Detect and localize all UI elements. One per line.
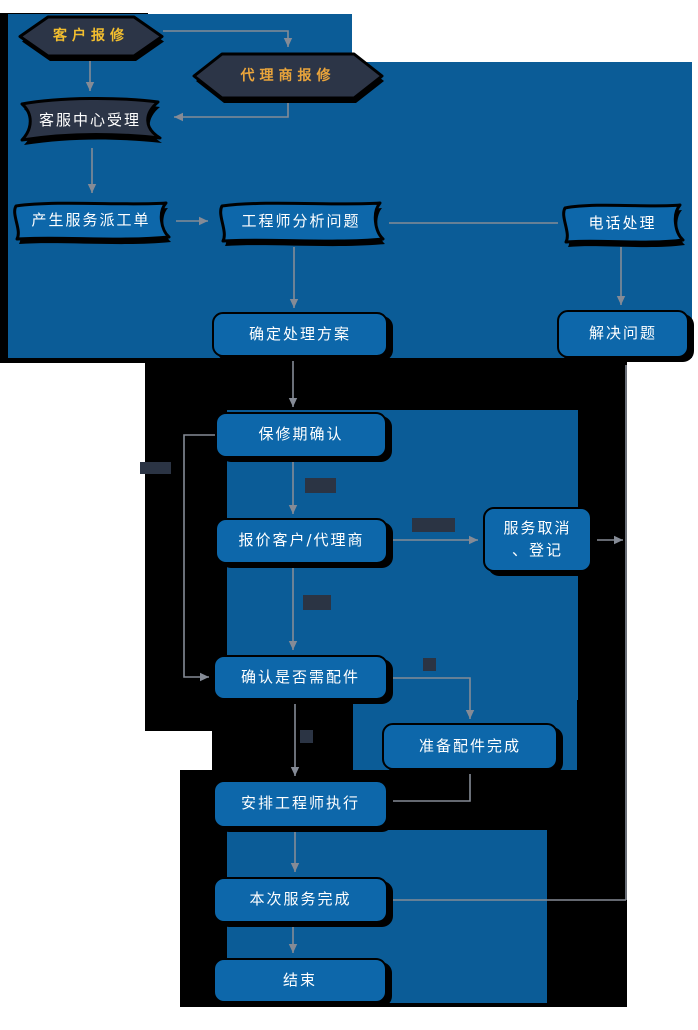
quote-to-service-cancel: [390, 535, 478, 545]
arrowhead: [465, 710, 475, 719]
phone-handling-to-solve-problem: [616, 247, 626, 305]
arrowhead: [469, 535, 478, 545]
arrowhead: [288, 505, 298, 514]
arrowhead: [288, 641, 298, 650]
agent-report-to-service-center: [174, 100, 289, 122]
confirm-parts-to-assign-engineer: [290, 700, 300, 776]
arrowhead: [288, 944, 298, 953]
engineer-analyze-to-determine-solution: [289, 247, 299, 308]
warranty-confirm-left-loop-to-confirm-parts: [183, 434, 215, 682]
service-cancel-to-right-edge: [593, 535, 623, 545]
dispatch-order-to-engineer-analyze: [176, 216, 208, 226]
arrowhead: [614, 535, 623, 545]
parts-ready-to-assign-engineer: [392, 770, 471, 802]
arrowhead: [289, 299, 299, 308]
determine-solution-to-warranty-confirm: [288, 358, 298, 407]
assign-engineer-to-service-complete: [290, 828, 300, 872]
arrowhead: [616, 296, 626, 305]
service-complete-to-end: [288, 923, 298, 953]
arrowhead: [85, 82, 95, 91]
arrowhead: [199, 216, 208, 226]
arrowhead: [283, 38, 293, 47]
arrowhead: [174, 112, 183, 122]
quote-to-confirm-parts: [288, 565, 298, 650]
arrowhead: [87, 184, 97, 193]
warranty-confirm-to-quote: [288, 459, 298, 514]
arrowhead: [200, 672, 209, 682]
arrowhead: [290, 863, 300, 872]
customer-report-to-service-center: [85, 58, 95, 91]
customer-report-to-agent-report: [163, 30, 293, 47]
arrowhead: [288, 398, 298, 407]
service-center-to-dispatch-order: [87, 148, 97, 193]
confirm-parts-to-parts-ready: [389, 677, 475, 719]
arrowhead: [290, 767, 300, 776]
